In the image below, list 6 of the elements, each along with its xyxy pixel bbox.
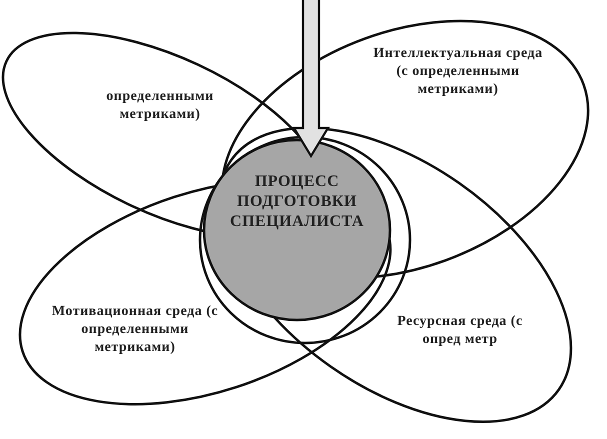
process-label: ПРОЦЕСС ПОДГОТОВКИ СПЕЦИАЛИСТА: [229, 172, 365, 232]
environment-label: Мотивационная среда (с определенными метриками): [50, 302, 220, 357]
environment-label: Ресурсная среда (с опред метр: [396, 312, 524, 349]
environment-label: Интеллектуальная среда (с определенными метриками): [372, 44, 544, 99]
arrow: [292, 0, 330, 158]
environment-label: определенными метриками): [105, 88, 215, 124]
